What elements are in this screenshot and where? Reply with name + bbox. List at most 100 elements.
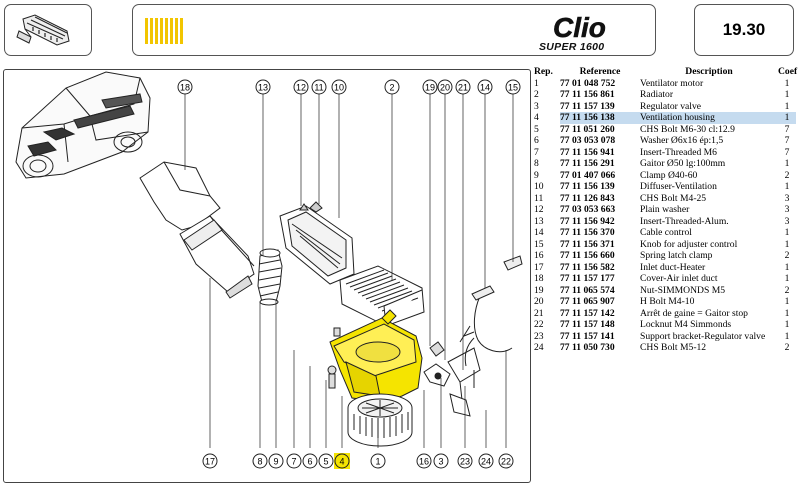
car-illustration xyxy=(15,71,151,179)
row-reference: 77 11 156 371 xyxy=(560,238,615,250)
callout-24: 24 xyxy=(478,453,494,469)
table-header: Rep. Reference Description Coef xyxy=(534,66,798,78)
row-reference: 77 01 407 066 xyxy=(560,169,616,181)
svg-text:22: 22 xyxy=(501,457,511,467)
row-description: Inlet duct-Heater xyxy=(640,261,706,273)
row-reference: 77 11 156 138 xyxy=(560,112,640,124)
part-inlet-duct-cover xyxy=(139,161,221,231)
header-page-box: 19.30 xyxy=(694,4,794,56)
row-coef: 7 xyxy=(784,135,790,146)
row-reference: 77 11 157 142 xyxy=(560,307,615,319)
row-description: Cable control xyxy=(640,227,692,238)
row-rep: 19 xyxy=(534,284,544,296)
callout-11: 11 xyxy=(311,79,327,95)
row-reference: 77 11 157 177 xyxy=(560,273,615,284)
callout-10: 10 xyxy=(331,79,347,95)
row-coef: 3 xyxy=(784,192,790,204)
row-coef: 1 xyxy=(784,296,790,307)
svg-text:6: 6 xyxy=(307,457,312,467)
row-description: Regulator valve xyxy=(640,100,702,112)
callouts-bottom: 17 8 9 7 6 5 4 1 16 3 23 24 22 xyxy=(202,453,514,469)
row-coef: 2 xyxy=(784,342,790,353)
part-bolts-5-6-7 xyxy=(327,327,341,389)
callout-12: 12 xyxy=(293,79,309,95)
row-rep: 7 xyxy=(534,146,539,158)
row-coef: 7 xyxy=(784,146,790,158)
washer-12-icon xyxy=(299,203,309,211)
header-brand-box: Clio SUPER 1600 xyxy=(132,4,656,56)
row-coef: 1 xyxy=(784,158,790,169)
leader-lines xyxy=(184,94,514,448)
row-description: Insert-Threaded-Alum. xyxy=(640,215,729,227)
row-reference: 77 11 156 139 xyxy=(560,181,615,192)
row-description: CHS Bolt M5-12 xyxy=(640,342,707,353)
row-rep: 23 xyxy=(534,330,544,342)
svg-text:10: 10 xyxy=(334,83,344,93)
row-reference: 77 11 126 843 xyxy=(560,192,615,204)
callout-4-highlighted: 4 xyxy=(334,453,350,469)
row-description: Clamp Ø40-60 xyxy=(640,169,698,181)
row-rep: 12 xyxy=(534,204,544,215)
row-coef: 2 xyxy=(784,169,790,181)
row-coef: 3 xyxy=(784,204,790,215)
row-rep: 3 xyxy=(534,100,539,112)
row-coef: 1 xyxy=(784,77,790,89)
callout-15: 15 xyxy=(505,79,521,95)
svg-text:14: 14 xyxy=(480,83,490,93)
callout-18: 18 xyxy=(177,79,193,95)
row-rep: 4 xyxy=(534,112,539,123)
row-description: Insert-Threaded M6 xyxy=(640,146,717,158)
row-rep: 17 xyxy=(534,261,544,273)
svg-text:17: 17 xyxy=(205,457,215,467)
row-coef: 1 xyxy=(784,89,790,100)
svg-text:16: 16 xyxy=(419,457,429,467)
header-coef: Coef xyxy=(778,66,798,77)
row-coef: 1 xyxy=(784,227,790,238)
row-description: Arrêt de gaine = Gaitor stop xyxy=(640,307,748,319)
svg-text:1: 1 xyxy=(375,457,380,467)
callout-22: 22 xyxy=(498,453,514,469)
row-description: Ventilation housing xyxy=(640,112,778,124)
header-thumbnail-box xyxy=(4,4,92,56)
row-coef: 1 xyxy=(784,238,790,250)
callout-23: 23 xyxy=(457,453,473,469)
row-rep: 11 xyxy=(534,192,544,204)
row-coef: 1 xyxy=(784,273,790,284)
callout-3: 3 xyxy=(433,453,449,469)
header-reference: Reference xyxy=(579,66,621,77)
part-radiator xyxy=(339,265,425,327)
row-rep: 6 xyxy=(534,135,539,146)
row-rep: 13 xyxy=(534,215,544,227)
row-description: Spring latch clamp xyxy=(640,250,713,261)
svg-text:20: 20 xyxy=(440,83,450,93)
row-rep: 2 xyxy=(534,89,539,100)
page-number: 19.30 xyxy=(722,20,766,39)
svg-text:2: 2 xyxy=(389,83,394,93)
svg-text:5: 5 xyxy=(323,457,328,467)
svg-text:7: 7 xyxy=(291,457,296,467)
